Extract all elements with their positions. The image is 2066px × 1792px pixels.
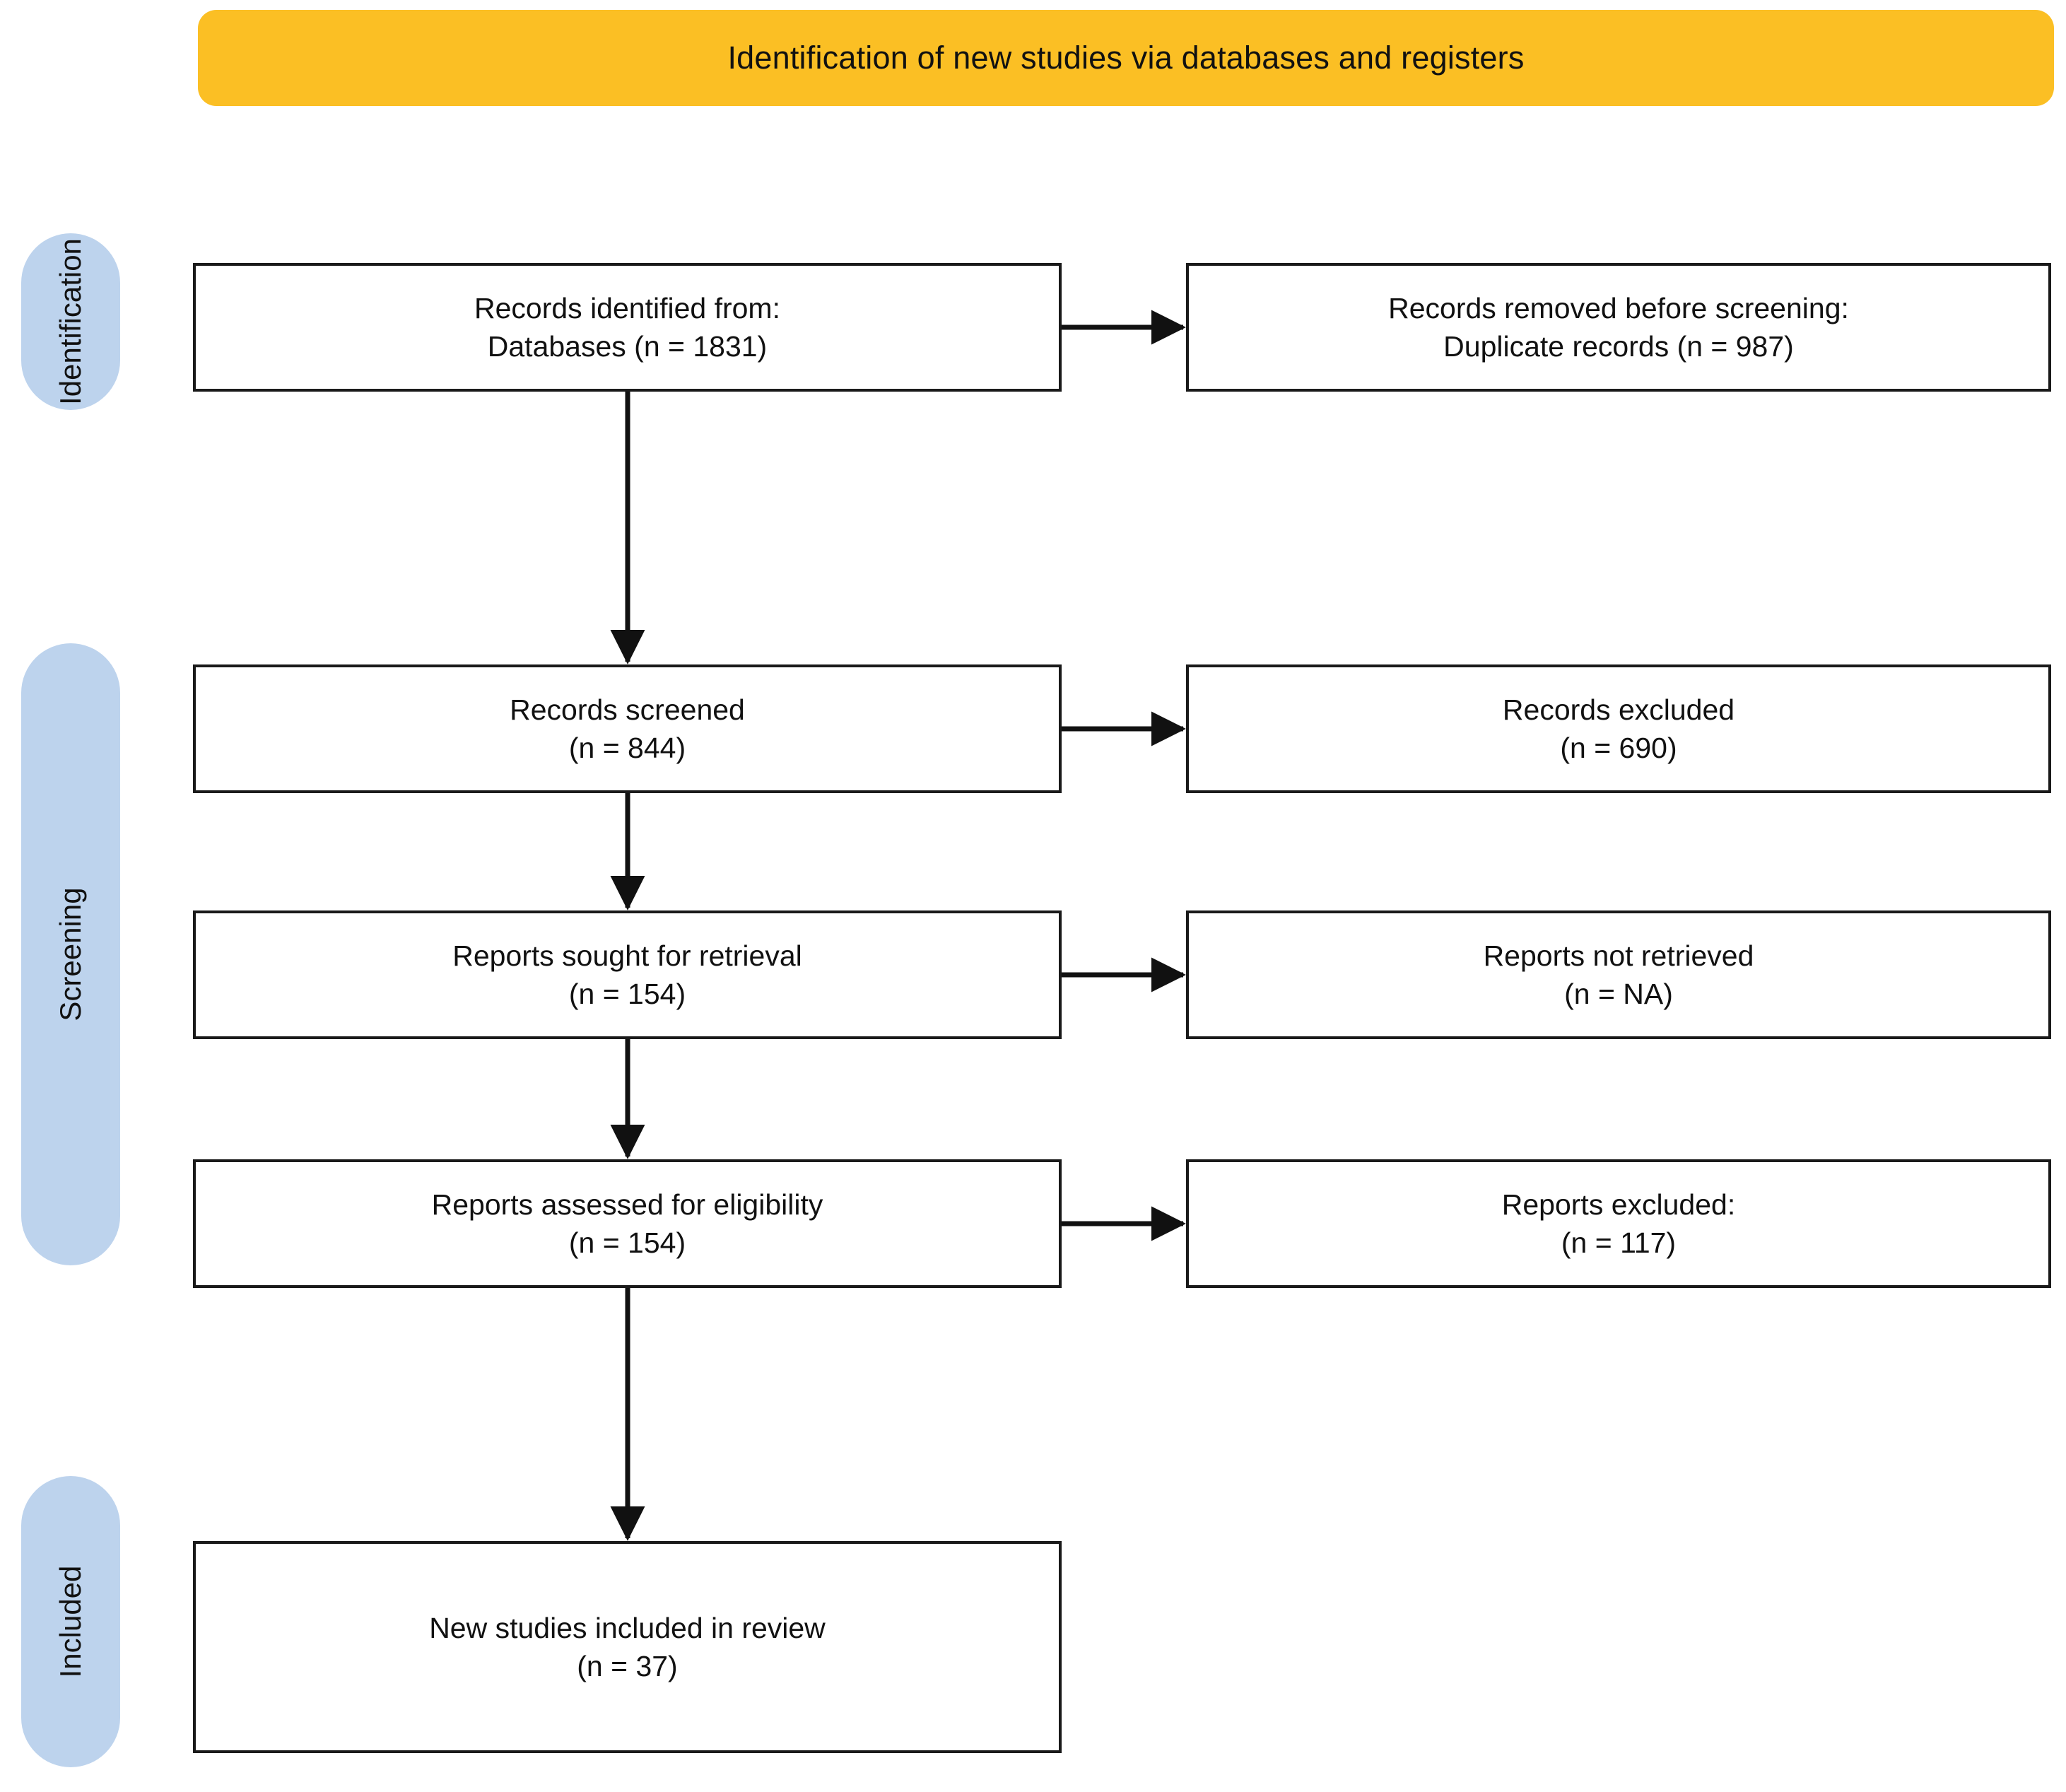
node-records-excluded-line1: Records excluded [1502, 693, 1735, 726]
node-reports-not-retrieved-line1: Reports not retrieved [1483, 939, 1754, 972]
node-records-removed-line2: Duplicate records (n = 987) [1443, 330, 1794, 363]
node-reports-excluded-line2: (n = 117) [1561, 1226, 1677, 1259]
node-reports-excluded: Reports excluded: (n = 117) [1186, 1159, 2051, 1288]
node-records-identified-line2: Databases (n = 1831) [487, 330, 768, 363]
node-records-excluded: Records excluded (n = 690) [1186, 664, 2051, 793]
node-reports-excluded-line1: Reports excluded: [1501, 1188, 1736, 1221]
node-reports-assessed-line2: (n = 154) [568, 1226, 686, 1259]
node-reports-assessed-line1: Reports assessed for eligibility [431, 1188, 823, 1221]
node-reports-sought-line2: (n = 154) [568, 978, 686, 1010]
node-records-screened-line2: (n = 844) [568, 732, 686, 764]
stage-label-identification: Identification [21, 233, 120, 410]
node-reports-not-retrieved: Reports not retrieved (n = NA) [1186, 910, 2051, 1039]
node-reports-sought-line1: Reports sought for retrieval [452, 939, 802, 972]
node-records-screened: Records screened (n = 844) [193, 664, 1062, 793]
node-records-identified-line1: Records identified from: [474, 291, 780, 324]
stage-label-included: Included [21, 1476, 120, 1767]
node-new-studies-included-line1: New studies included in review [429, 1611, 826, 1644]
node-reports-assessed: Reports assessed for eligibility (n = 15… [193, 1159, 1062, 1288]
node-records-identified: Records identified from: Databases (n = … [193, 263, 1062, 392]
node-records-removed-line1: Records removed before screening: [1388, 291, 1849, 324]
diagram-title: Identification of new studies via databa… [727, 40, 1525, 76]
stage-label-screening: Screening [21, 643, 120, 1265]
node-records-screened-line1: Records screened [510, 693, 745, 726]
node-new-studies-included: New studies included in review (n = 37) [193, 1541, 1062, 1753]
node-new-studies-included-line2: (n = 37) [577, 1650, 678, 1682]
node-reports-not-retrieved-line2: (n = NA) [1564, 978, 1673, 1010]
diagram-header-banner: Identification of new studies via databa… [198, 10, 2054, 106]
node-reports-sought: Reports sought for retrieval (n = 154) [193, 910, 1062, 1039]
node-records-removed: Records removed before screening: Duplic… [1186, 263, 2051, 392]
node-records-excluded-line2: (n = 690) [1560, 732, 1677, 764]
